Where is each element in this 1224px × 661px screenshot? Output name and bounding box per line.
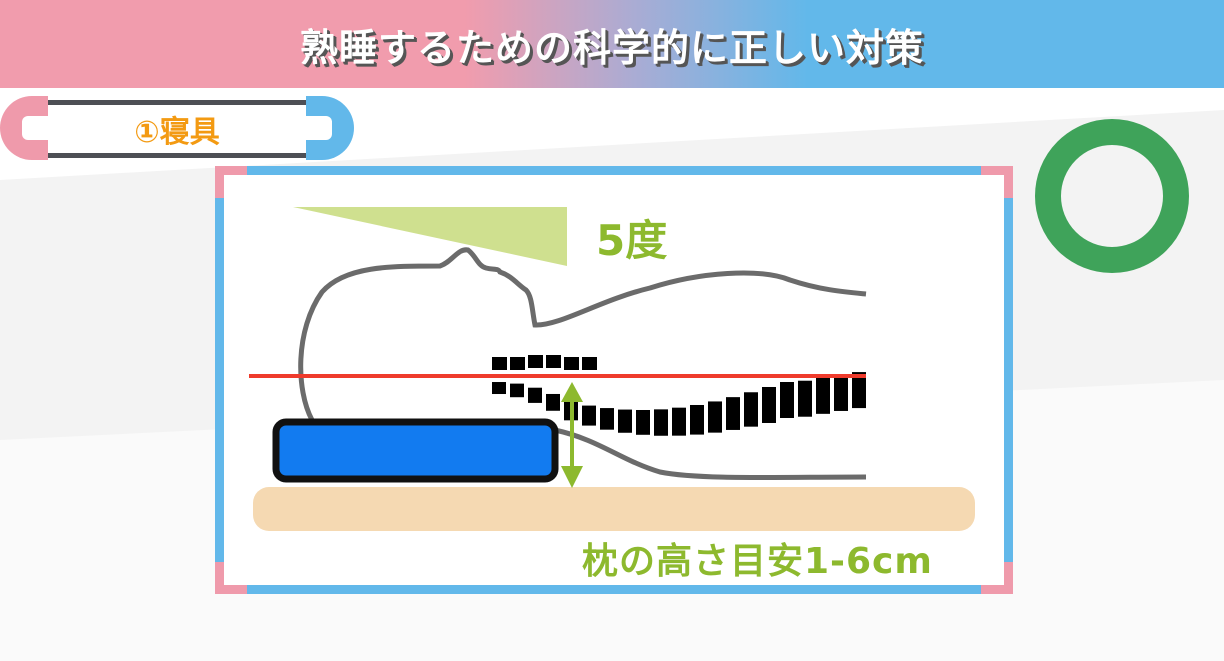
header-banner: 熟睡するための科学的に正しい対策	[0, 0, 1224, 88]
pink-bracket-icon	[0, 96, 48, 160]
vertebra	[492, 357, 507, 370]
vertebra	[618, 409, 632, 433]
vertebra	[510, 357, 525, 370]
pillow-height-caption: 枕の高さ目安1-6cm	[582, 541, 933, 582]
vertebra	[672, 407, 686, 436]
vertebra	[492, 382, 506, 395]
vertebra	[744, 392, 758, 427]
vertebra	[528, 355, 543, 368]
vertebra	[528, 387, 542, 403]
spine	[492, 355, 866, 436]
vertebra	[510, 383, 524, 398]
mattress	[253, 487, 975, 531]
vertebra	[564, 357, 579, 370]
vertebra	[582, 357, 597, 370]
vertebra	[762, 386, 776, 423]
vertebra	[546, 393, 560, 411]
circle-correct-icon	[1035, 119, 1189, 273]
vertebra	[726, 397, 740, 430]
section-heading: ①寝具	[0, 96, 355, 162]
back-outline	[554, 427, 867, 481]
pillow	[272, 418, 559, 483]
angle-wedge	[293, 207, 567, 266]
vertebra	[600, 408, 614, 430]
body-outline	[298, 247, 867, 422]
vertebra	[852, 372, 866, 409]
angle-label: 5度	[596, 216, 668, 265]
section-label: ①寝具	[48, 100, 306, 158]
vertebra	[654, 409, 668, 436]
height-arrow	[561, 382, 583, 488]
vertebra	[546, 355, 561, 368]
vertebra	[834, 374, 848, 411]
vertebra	[798, 380, 812, 417]
vertebra	[780, 382, 794, 418]
page-title: 熟睡するための科学的に正しい対策	[299, 25, 924, 70]
vertebra	[636, 409, 650, 435]
vertebra	[708, 401, 722, 433]
vertebra	[582, 405, 596, 426]
vertebra	[816, 377, 830, 414]
vertebra	[690, 404, 704, 435]
